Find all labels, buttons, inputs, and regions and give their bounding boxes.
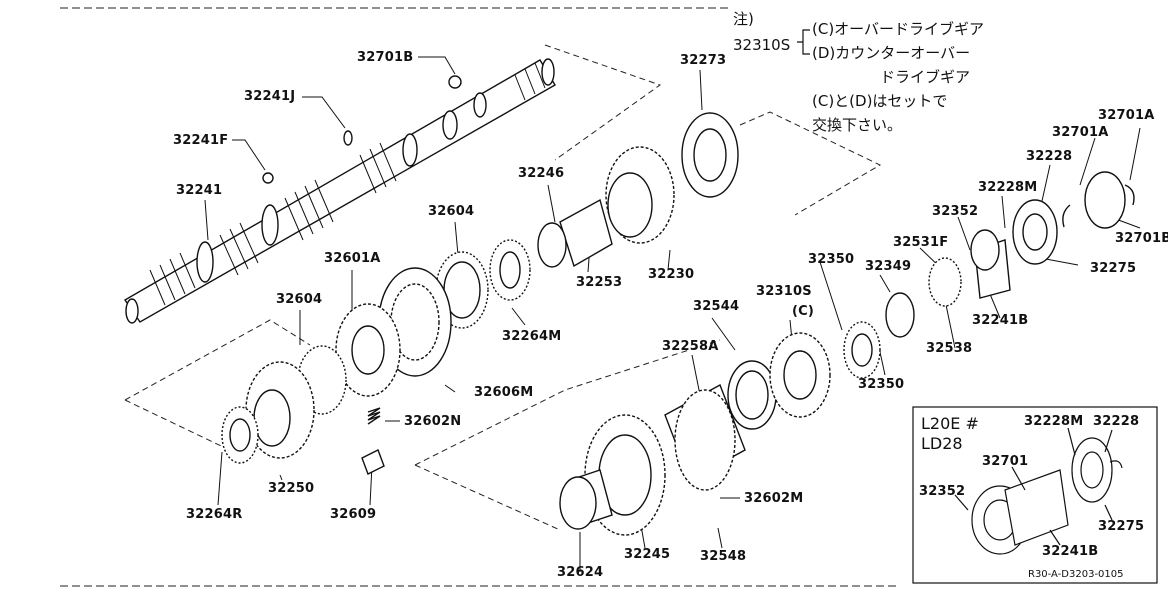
label-32241: 32241 [176,183,223,198]
label-32548: 32548 [700,549,747,564]
note-line-2: (D)カウンターオーバー [812,44,971,62]
label-32602N: 32602N [404,414,462,429]
dashed-guides [124,44,882,531]
gear-32230 [605,146,675,244]
gear-32250 [245,361,315,459]
needle-bearing-32264M [489,239,531,301]
label-32241J: 32241J [244,89,296,104]
inset-label-32228: 32228 [1093,414,1140,429]
label-32310S-c: (C) [792,304,815,319]
label-32228M-top: 32228M [978,180,1038,195]
bearing-32275 [1012,199,1058,265]
label-32264M: 32264M [502,329,562,344]
label-32275-top: 32275 [1090,261,1137,276]
reference-code: R30-A-D3203-0105 [1028,569,1124,580]
spring-32602N [367,407,381,425]
gear-32245 [584,414,666,536]
label-32258A: 32258A [662,339,719,354]
snap-ring-32701A [1062,184,1135,228]
note-line-5: 交換下さい。 [812,116,903,134]
sleeve-32253 [537,198,613,268]
label-32609: 32609 [330,507,377,522]
label-32273: 32273 [680,53,727,68]
frame-lines [60,7,900,587]
label-32544: 32544 [693,299,740,314]
bearing-32228 [1084,171,1126,229]
inset-title-1: L20E # [921,414,979,433]
label-32241B-top: 32241B [972,313,1029,328]
inset-box [912,406,1158,584]
needle-bearing-32350 [843,321,881,379]
label-32701B-right: 32701B [1115,231,1168,246]
note-bracket [797,29,810,55]
inset-label-32241B: 32241B [1042,544,1099,559]
note-line-3: ドライブギア [880,68,971,86]
ring-32544 [727,360,777,430]
label-32230: 32230 [648,267,695,282]
shifting-insert-32609 [361,449,385,475]
label-32349: 32349 [865,259,912,274]
inset-label-32352: 32352 [919,484,966,499]
note-line-4: (C)と(D)はセットで [812,92,948,110]
inset-label-32228M: 32228M [1024,414,1084,429]
thrust-32531F [928,257,962,307]
main-shaft [123,58,556,324]
gear-32258A [664,384,746,491]
note-head: 注) [733,10,754,28]
note-part-number: 32310S [733,36,791,54]
label-32245: 32245 [624,547,671,562]
needle-bearing-32264R [221,406,259,464]
label-32531F: 32531F [893,235,949,250]
label-32601A: 32601A [324,251,381,266]
label-32701A-b: 32701A [1098,108,1155,123]
bearing-32273 [681,112,739,198]
label-32310S: 32310S [756,284,812,299]
collar-32349 [885,292,915,338]
sleeve-32624 [559,469,613,530]
label-32241F: 32241F [173,133,229,148]
label-32701A-a: 32701A [1052,125,1109,140]
label-32264R: 32264R [186,507,243,522]
label-32350-bot: 32350 [858,377,905,392]
label-32624: 32624 [557,565,604,580]
label-32602M: 32602M [744,491,804,506]
label-32228-top: 32228 [1026,149,1073,164]
label-32253: 32253 [576,275,623,290]
inset-label-32701: 32701 [982,454,1029,469]
inset-title-2: LD28 [921,434,963,453]
label-32246: 32246 [518,166,565,181]
label-32250: 32250 [268,481,315,496]
label-32701B: 32701B [357,50,414,65]
gear-parts [221,112,1135,536]
label-32352-top: 32352 [932,204,979,219]
washer-32352 [970,229,1000,271]
label-32606M: 32606M [474,385,534,400]
label-32604-top: 32604 [428,204,475,219]
note-line-1: (C)オーバードライブギア [812,20,985,38]
label-32604-left: 32604 [276,292,323,307]
hub-32601A [335,303,401,397]
label-32538: 32538 [926,341,973,356]
label-32350-top: 32350 [808,252,855,267]
inset-label-32275: 32275 [1098,519,1145,534]
gear-32310S [769,332,831,418]
